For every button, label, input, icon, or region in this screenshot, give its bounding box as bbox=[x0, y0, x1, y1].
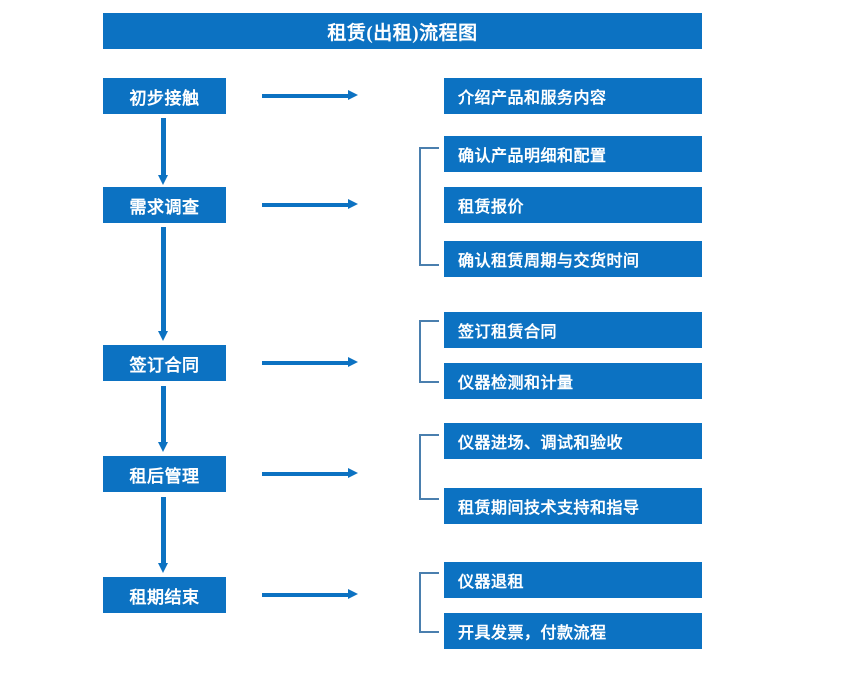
vertical-arrow-icon-3 bbox=[158, 386, 169, 452]
horizontal-arrow-icon-1 bbox=[262, 90, 358, 101]
detail-box-4[interactable]: 确认租赁周期与交货时间 bbox=[444, 241, 702, 277]
horizontal-arrow-icon-3 bbox=[262, 357, 358, 368]
horizontal-arrow-icon-5 bbox=[262, 589, 358, 600]
vertical-arrow-icon-4 bbox=[158, 497, 169, 573]
stage-box-5[interactable]: 租期结束 bbox=[103, 577, 226, 613]
horizontal-arrow-icon-4 bbox=[262, 468, 358, 479]
group-bracket-4 bbox=[419, 572, 439, 633]
detail-box-2[interactable]: 确认产品明细和配置 bbox=[444, 136, 702, 172]
vertical-arrow-icon-1 bbox=[158, 118, 169, 185]
detail-box-9[interactable]: 仪器退租 bbox=[444, 562, 702, 598]
detail-box-3[interactable]: 租赁报价 bbox=[444, 187, 702, 223]
vertical-arrow-icon-2 bbox=[158, 227, 169, 341]
diagram-title: 租赁(出租)流程图 bbox=[103, 13, 702, 49]
detail-box-6[interactable]: 仪器检测和计量 bbox=[444, 363, 702, 399]
stage-box-1[interactable]: 初步接触 bbox=[103, 78, 226, 114]
group-bracket-2 bbox=[419, 320, 439, 383]
stage-box-3[interactable]: 签订合同 bbox=[103, 345, 226, 381]
detail-box-5[interactable]: 签订租赁合同 bbox=[444, 312, 702, 348]
stage-box-4[interactable]: 租后管理 bbox=[103, 456, 226, 492]
detail-box-7[interactable]: 仪器进场、调试和验收 bbox=[444, 423, 702, 459]
horizontal-arrow-icon-2 bbox=[262, 199, 358, 210]
group-bracket-3 bbox=[419, 434, 439, 500]
stage-box-2[interactable]: 需求调查 bbox=[103, 187, 226, 223]
detail-box-10[interactable]: 开具发票，付款流程 bbox=[444, 613, 702, 649]
detail-box-8[interactable]: 租赁期间技术支持和指导 bbox=[444, 488, 702, 524]
group-bracket-1 bbox=[419, 147, 439, 266]
detail-box-1[interactable]: 介绍产品和服务内容 bbox=[444, 78, 702, 114]
